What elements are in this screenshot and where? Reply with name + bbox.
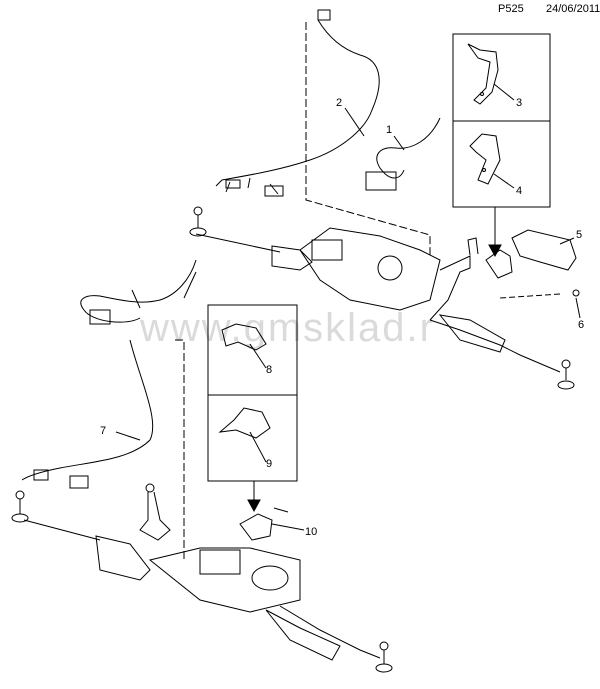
watermark: www.gmsklad.r (140, 306, 435, 350)
callout-9: 9 (266, 458, 272, 470)
diagram-code: P525 (498, 3, 524, 15)
callout-5: 5 (576, 229, 582, 241)
callout-10: 10 (305, 526, 317, 538)
callout-6: 6 (578, 319, 584, 331)
callout-1: 1 (386, 124, 392, 136)
detail-box-3-4 (452, 33, 551, 208)
callout-7: 7 (100, 425, 106, 437)
callout-8: 8 (266, 364, 272, 376)
diagram-date: 24/06/2011 (546, 3, 600, 15)
lower-steering-rack (11, 483, 393, 673)
callout-4: 4 (516, 185, 522, 197)
upper-steering-rack (189, 206, 575, 390)
callout-3: 3 (516, 97, 522, 109)
callout-2: 2 (336, 97, 342, 109)
detail-box-8-9 (207, 304, 298, 482)
